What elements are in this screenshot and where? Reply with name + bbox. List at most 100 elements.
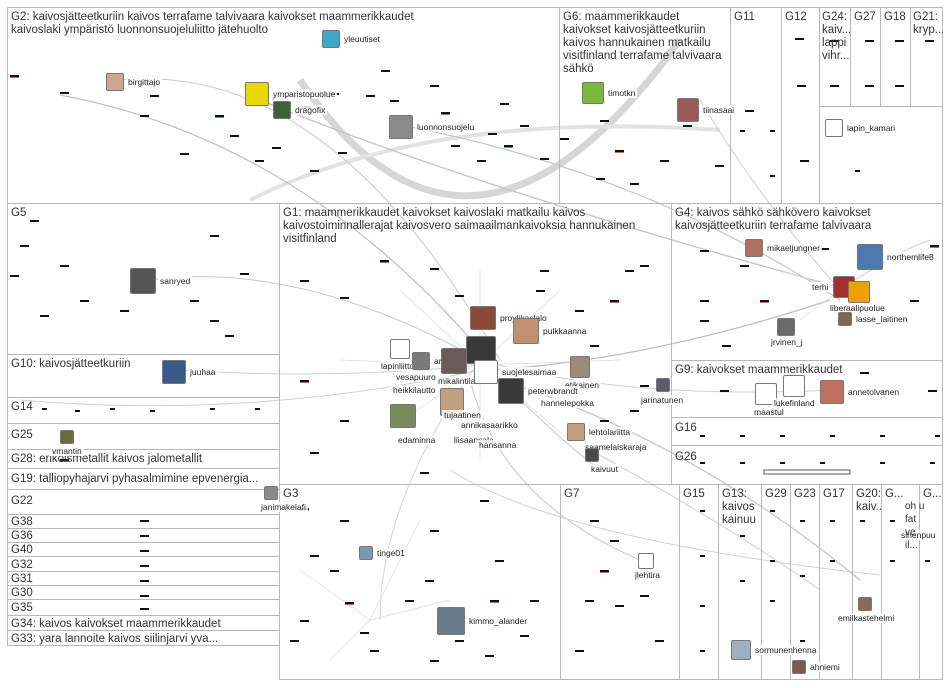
node-lasse-laitinen[interactable]: lasse_laitinen bbox=[838, 312, 910, 326]
node-hub-center[interactable] bbox=[466, 336, 496, 364]
node-kaivuut[interactable] bbox=[585, 448, 599, 462]
node-vesapuuro[interactable]: vesapuuro bbox=[392, 372, 438, 382]
avatar bbox=[498, 378, 524, 404]
group-g17: G17 bbox=[819, 484, 853, 680]
node-vmantin[interactable] bbox=[60, 430, 74, 444]
node-dragofix[interactable]: dragofix bbox=[273, 101, 328, 119]
node-label: saamelaiskaraja bbox=[583, 442, 649, 452]
node-luonnonsuojelu[interactable]: luonnonsuojelu bbox=[389, 115, 477, 139]
node-birgittajo[interactable]: birgittajo bbox=[106, 73, 163, 91]
node-jrvinen-j[interactable] bbox=[777, 318, 795, 336]
node-label: pulkkaanna bbox=[541, 326, 589, 336]
thin-edge bbox=[489, 299, 831, 371]
avatar bbox=[390, 339, 410, 359]
node-mikalintila[interactable] bbox=[441, 348, 467, 374]
node-emilkastehelmi[interactable] bbox=[858, 597, 872, 611]
node-hannelepokka[interactable]: hannelepokka bbox=[537, 398, 596, 408]
node-pulkkaanna[interactable]: pulkkaanna bbox=[513, 318, 589, 344]
node-suojelesaimaa[interactable]: suojelesaimaa bbox=[474, 360, 559, 384]
node-janimakelafi[interactable] bbox=[264, 486, 278, 500]
group-g21: G21: kryp... bbox=[910, 7, 943, 107]
node-heikkilautto[interactable]: heikkilautto bbox=[389, 385, 438, 395]
node-juuhaa[interactable]: juuhaa bbox=[162, 360, 218, 384]
node-tujaatinen-label: tujaatinen bbox=[440, 410, 483, 420]
node-liberaalipuolue[interactable] bbox=[848, 281, 870, 303]
avatar bbox=[441, 348, 467, 374]
node-saamelaiskaraja[interactable]: saamelaiskaraja bbox=[581, 442, 649, 452]
node-emilkastehelmi-label: emilkastehelmi bbox=[834, 613, 897, 623]
avatar bbox=[412, 352, 430, 370]
node-annetolvanen[interactable]: annetolvanen bbox=[820, 380, 902, 404]
node-lehtolariitta[interactable]: lehtolariitta bbox=[567, 423, 633, 441]
node-edaminna[interactable] bbox=[390, 404, 416, 428]
node-label: sihenpuu bbox=[899, 530, 938, 540]
node-etikainen[interactable] bbox=[570, 356, 590, 378]
avatar bbox=[783, 375, 805, 397]
avatar bbox=[389, 115, 413, 139]
node-label: luonnonsuojelu bbox=[415, 122, 477, 132]
node-label: sanryed bbox=[158, 276, 193, 286]
node-kimmo-alander[interactable]: kimmo_alander bbox=[437, 607, 530, 635]
avatar bbox=[567, 423, 585, 441]
group-label-g2: G2: kaivosjätteetkuriin kaivos terrafame… bbox=[11, 11, 417, 36]
node-ymparistopuolue[interactable]: ymparistopuolue bbox=[245, 82, 338, 106]
node-jrvinen-j-label: jrvinen_j bbox=[767, 337, 805, 347]
node-label: lehtolariitta bbox=[587, 427, 633, 437]
group-label-g21: G21: kryp... bbox=[913, 11, 943, 36]
node-label: liberaalipuolue bbox=[828, 303, 887, 313]
node-lapin-kamari[interactable]: lapin_kamari bbox=[825, 119, 898, 137]
node-tiinasaai[interactable]: tiinasaai bbox=[677, 98, 737, 122]
node-maastul[interactable] bbox=[755, 383, 777, 405]
node-lapinliitto[interactable] bbox=[390, 339, 410, 359]
avatar bbox=[582, 82, 604, 104]
group-g4: G4: kaivos sähkö sähkövero kaivokset kai… bbox=[671, 203, 943, 361]
group-label-g5: G5 bbox=[11, 207, 27, 219]
avatar bbox=[322, 30, 340, 48]
group-label-g30b: G... bbox=[923, 488, 942, 500]
group-g34: G34: kaivos kaivokset maammerikkaudet bbox=[7, 615, 280, 631]
group-g16: G16 bbox=[671, 417, 943, 446]
group-label-g10: G10: kaivosjätteetkuriin bbox=[11, 358, 131, 370]
avatar bbox=[273, 101, 291, 119]
node-peterwbrandt[interactable]: peterwbrandt bbox=[498, 378, 580, 404]
group-label-g6: G6: maammerikkaudet kaivokset kaivosjätt… bbox=[563, 11, 725, 75]
node-timotkn[interactable]: timotkn bbox=[582, 82, 638, 104]
node-mikalintila-label: mikalintila bbox=[434, 376, 478, 386]
node-label: vesapuuro bbox=[394, 372, 438, 382]
group-g20: G20: kaiv... bbox=[852, 484, 882, 680]
avatar bbox=[745, 239, 763, 257]
node-sihenpuu[interactable]: sihenpuu bbox=[897, 530, 938, 540]
group-g14: G14 bbox=[7, 397, 280, 424]
group-g27: G27 bbox=[850, 7, 881, 107]
thick-edge bbox=[297, 37, 683, 200]
node-jarinatunen[interactable] bbox=[656, 378, 670, 392]
thin-edge bbox=[499, 379, 861, 581]
node-hansanna[interactable]: hansanna bbox=[475, 440, 519, 450]
group-label-g24: G24: kaiv... lappi vihr... bbox=[822, 11, 850, 62]
node-lukefinland[interactable] bbox=[783, 375, 805, 397]
node-yleuutiset[interactable]: yleuutiset bbox=[322, 30, 382, 48]
node-jlehtira[interactable] bbox=[638, 553, 654, 569]
group-label-g18: G18 bbox=[884, 11, 906, 23]
thin-edge bbox=[699, 99, 841, 291]
avatar bbox=[857, 244, 883, 270]
node-sanryed[interactable]: sanryed bbox=[130, 268, 193, 294]
node-tinge01[interactable]: tinge01 bbox=[359, 546, 407, 560]
group-label-g8: G... bbox=[885, 488, 904, 500]
group-g19: G19: talliopyhajarvi pyhasalmimine epven… bbox=[7, 468, 280, 490]
node-mikaeljungner[interactable]: mikaeljungner bbox=[745, 239, 822, 257]
avatar bbox=[792, 660, 806, 674]
group-label-g14: G14 bbox=[11, 401, 33, 413]
node-ahniemi[interactable]: ahniemi bbox=[792, 660, 842, 674]
avatar bbox=[755, 383, 777, 405]
node-annikasaarikko[interactable]: annikasaarikko bbox=[457, 420, 520, 430]
node-sormunenhenna[interactable]: sormunenhenna bbox=[731, 640, 819, 660]
node-liberaalipuolue-label: liberaalipuolue bbox=[826, 303, 887, 313]
avatar bbox=[858, 597, 872, 611]
avatar bbox=[638, 553, 654, 569]
group-g15: G15 bbox=[679, 484, 719, 680]
node-northemlife8[interactable]: northemlife8 bbox=[857, 244, 936, 270]
avatar bbox=[130, 268, 156, 294]
node-liisaansala[interactable]: liisaansala bbox=[450, 435, 496, 445]
